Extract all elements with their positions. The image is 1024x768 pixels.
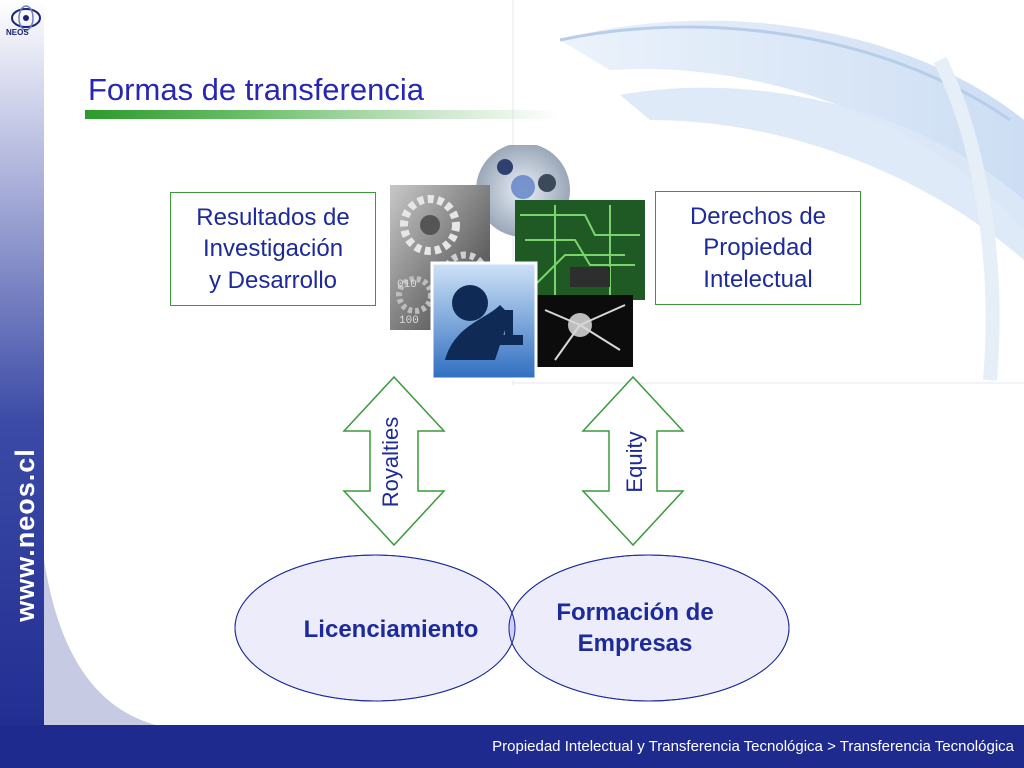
title-underline	[85, 110, 560, 119]
neos-logo-icon	[11, 5, 41, 31]
licensing-label: Licenciamiento	[303, 616, 479, 643]
company-formation-label: Formación de Empresas	[556, 599, 714, 658]
neuron-photo	[535, 295, 633, 367]
research-image-collage: 010 100	[390, 145, 645, 381]
page-title: Formas de transferencia	[88, 72, 424, 107]
royalties-label: Royalties	[378, 416, 403, 508]
footer-breadcrumb: Propiedad Intelectual y Transferencia Te…	[492, 738, 1014, 755]
logo-text: NEOS	[6, 28, 29, 37]
venn-diagram	[234, 554, 790, 702]
svg-text:100: 100	[399, 315, 419, 327]
royalties-arrow	[342, 375, 446, 547]
svg-text:010: 010	[397, 279, 417, 291]
site-url: www.neos.cl	[10, 448, 40, 622]
equity-label: Equity	[622, 431, 647, 493]
equity-arrow	[581, 375, 685, 547]
research-results-box: Resultados de Investigación y Desarrollo	[170, 192, 376, 306]
ip-rights-box: Derechos de Propiedad Intelectual	[655, 191, 861, 305]
lab-microscope-photo	[430, 261, 538, 381]
